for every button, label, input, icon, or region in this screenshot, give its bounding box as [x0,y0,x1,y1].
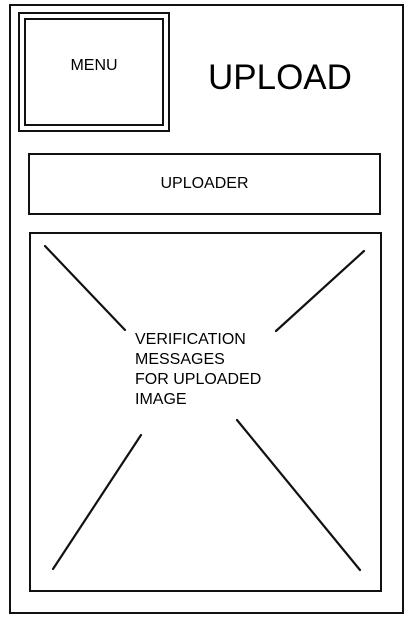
cross-line-bottom-left [51,433,143,571]
menu-label: MENU [70,57,118,74]
cross-line-bottom-right [235,418,362,572]
placeholder-cross-graphic [43,244,366,572]
app-frame [9,4,404,614]
menu-button-inner: MENU [24,18,164,126]
cross-line-top-left [43,244,127,332]
verification-message: VERIFICATION MESSAGES FOR UPLOADED IMAGE [135,330,261,410]
verification-message-line: VERIFICATION [135,331,246,348]
verification-message-line: MESSAGES [135,351,225,368]
menu-button[interactable]: MENU [18,12,170,132]
verification-message-line: FOR UPLOADED [135,371,262,388]
page-title: UPLOAD [208,58,352,97]
verification-message-line: IMAGE [135,391,187,408]
uploader[interactable]: UPLOADER [28,153,381,215]
uploader-label: UPLOADER [160,175,249,192]
verification-messages-panel: VERIFICATION MESSAGES FOR UPLOADED IMAGE [29,232,382,592]
cross-line-top-right [274,249,366,333]
